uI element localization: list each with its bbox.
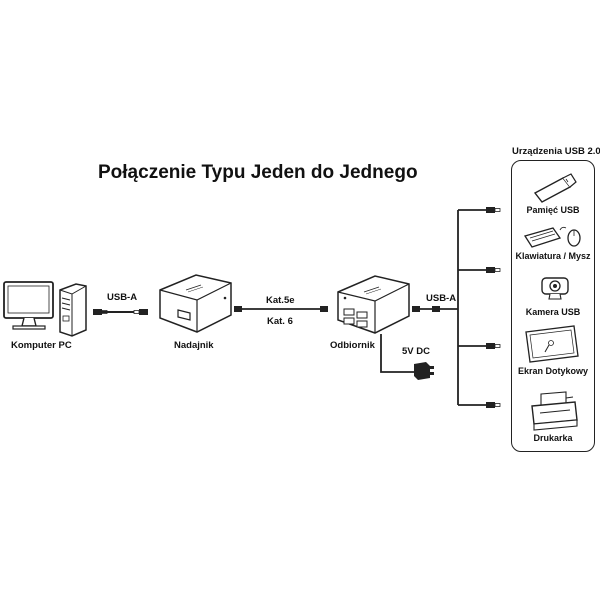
usb-stick-icon (533, 173, 577, 203)
computer-icon (3, 281, 87, 337)
printer-icon (531, 391, 578, 431)
usb-a-right-label: USB-A (426, 293, 457, 304)
power-label: 5V DC (402, 346, 430, 357)
webcam-icon (541, 277, 569, 300)
usb-cable-right (412, 306, 458, 312)
device-label-printer: Drukarka (533, 433, 573, 443)
transmitter-label: Nadajnik (174, 340, 214, 351)
network-cable (234, 306, 328, 312)
touchscreen-icon (525, 325, 579, 363)
keyboard-mouse-icon (523, 226, 581, 248)
computer-label: Komputer PC (11, 340, 72, 351)
power-adapter (380, 334, 434, 380)
usb-splitter (457, 207, 501, 408)
receiver-label: Odbiornik (330, 340, 375, 351)
transmitter-device (159, 274, 232, 333)
device-label-usb-stick: Pamięć USB (526, 205, 580, 215)
usb-devices-title: Urządzenia USB 2.0 (512, 146, 600, 157)
device-label-touchscreen: Ekran Dotykowy (517, 366, 589, 376)
diagram-title: Połączenie Typu Jeden do Jednego (98, 162, 418, 183)
cat6-label: Kat. 6 (267, 316, 293, 327)
device-label-keyboard-mouse: Klawiatura / Mysz (515, 251, 591, 261)
usb-cable-left (93, 309, 148, 315)
cat5e-label: Kat.5e (266, 295, 295, 306)
device-label-webcam: Kamera USB (525, 307, 581, 317)
usb-a-left-label: USB-A (107, 292, 138, 303)
usb-devices-panel (511, 160, 595, 452)
receiver-device (337, 275, 410, 334)
